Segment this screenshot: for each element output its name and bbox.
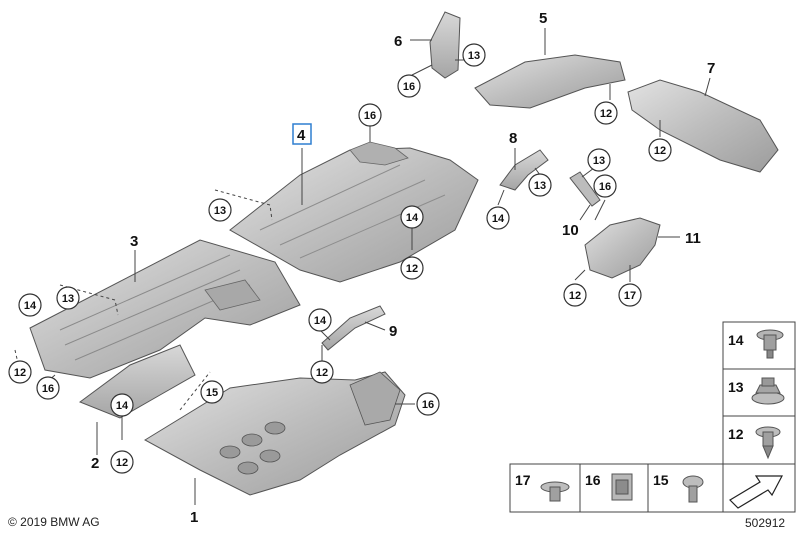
part-label-1[interactable]: 1	[190, 509, 198, 526]
part-4-shape	[229, 141, 479, 283]
callout-12[interactable]: 12	[600, 108, 612, 120]
legend-16: 16	[585, 472, 601, 488]
part-9-shape	[321, 305, 386, 351]
callout-12[interactable]: 12	[569, 290, 581, 302]
callout-16[interactable]: 16	[364, 110, 376, 122]
part-5-shape	[474, 54, 626, 109]
callout-13[interactable]: 13	[468, 50, 480, 62]
callout-circles	[8, 43, 672, 474]
part-label-8[interactable]: 8	[509, 130, 517, 147]
figure-number: 502912	[745, 516, 785, 530]
legend-12: 12	[728, 426, 744, 442]
legend-15: 15	[653, 472, 669, 488]
part-label-6[interactable]: 6	[394, 33, 402, 50]
part-6-shape	[429, 11, 461, 79]
callout-16[interactable]: 16	[42, 383, 54, 395]
callout-12[interactable]: 12	[316, 367, 328, 379]
callout-13[interactable]: 13	[534, 180, 546, 192]
callout-16[interactable]: 16	[403, 81, 415, 93]
part-2-shape	[78, 344, 196, 419]
legend-bottom-row: 17 16 15	[509, 463, 796, 513]
part-label-4[interactable]: 4	[297, 127, 306, 144]
legend-14: 14	[728, 332, 744, 348]
callout-12[interactable]: 12	[14, 367, 26, 379]
callout-14[interactable]: 14	[406, 212, 419, 224]
direction-arrow-icon	[729, 475, 783, 509]
callout-16[interactable]: 16	[422, 399, 434, 411]
part-1-shape	[144, 371, 406, 496]
legend-right-column: 14 13 12	[722, 321, 796, 465]
part-label-3[interactable]: 3	[130, 233, 138, 250]
callout-14[interactable]: 14	[24, 300, 37, 312]
callout-12[interactable]: 12	[116, 457, 128, 469]
fastener-15-icon	[682, 475, 704, 503]
callout-13[interactable]: 13	[593, 155, 605, 167]
callout-12[interactable]: 12	[654, 145, 666, 157]
callout-14[interactable]: 14	[492, 213, 505, 225]
callout-12[interactable]: 12	[406, 263, 418, 275]
leader-lines	[39, 28, 711, 505]
part-11-shape	[584, 217, 661, 279]
callout-16[interactable]: 16	[599, 181, 611, 193]
callout-14[interactable]: 14	[314, 315, 327, 327]
part-7-shape	[627, 79, 779, 173]
callout-14[interactable]: 14	[116, 400, 129, 412]
fastener-13-icon	[751, 377, 785, 405]
callout-13[interactable]: 13	[62, 293, 74, 305]
callout-15[interactable]: 15	[206, 387, 218, 399]
highlight-box	[292, 123, 312, 145]
part-label-2[interactable]: 2	[91, 455, 99, 472]
part-10-shape	[569, 171, 601, 207]
fastener-16-icon	[611, 473, 633, 501]
part-3-shape	[29, 239, 301, 379]
fastener-17-icon	[540, 481, 570, 502]
fastener-14-icon	[756, 329, 784, 359]
callout-17[interactable]: 17	[624, 290, 636, 302]
part-label-9[interactable]: 9	[389, 323, 397, 340]
copyright-text: © 2019 BMW AG	[8, 515, 100, 529]
part-label-5[interactable]: 5	[539, 10, 547, 27]
part-label-10[interactable]: 10	[562, 222, 579, 239]
part-label-11[interactable]: 11	[685, 230, 701, 247]
legend-13: 13	[728, 379, 744, 395]
part-label-7[interactable]: 7	[707, 60, 715, 77]
callout-13[interactable]: 13	[214, 205, 226, 217]
fastener-12-icon	[755, 426, 781, 460]
legend-17: 17	[515, 472, 531, 488]
